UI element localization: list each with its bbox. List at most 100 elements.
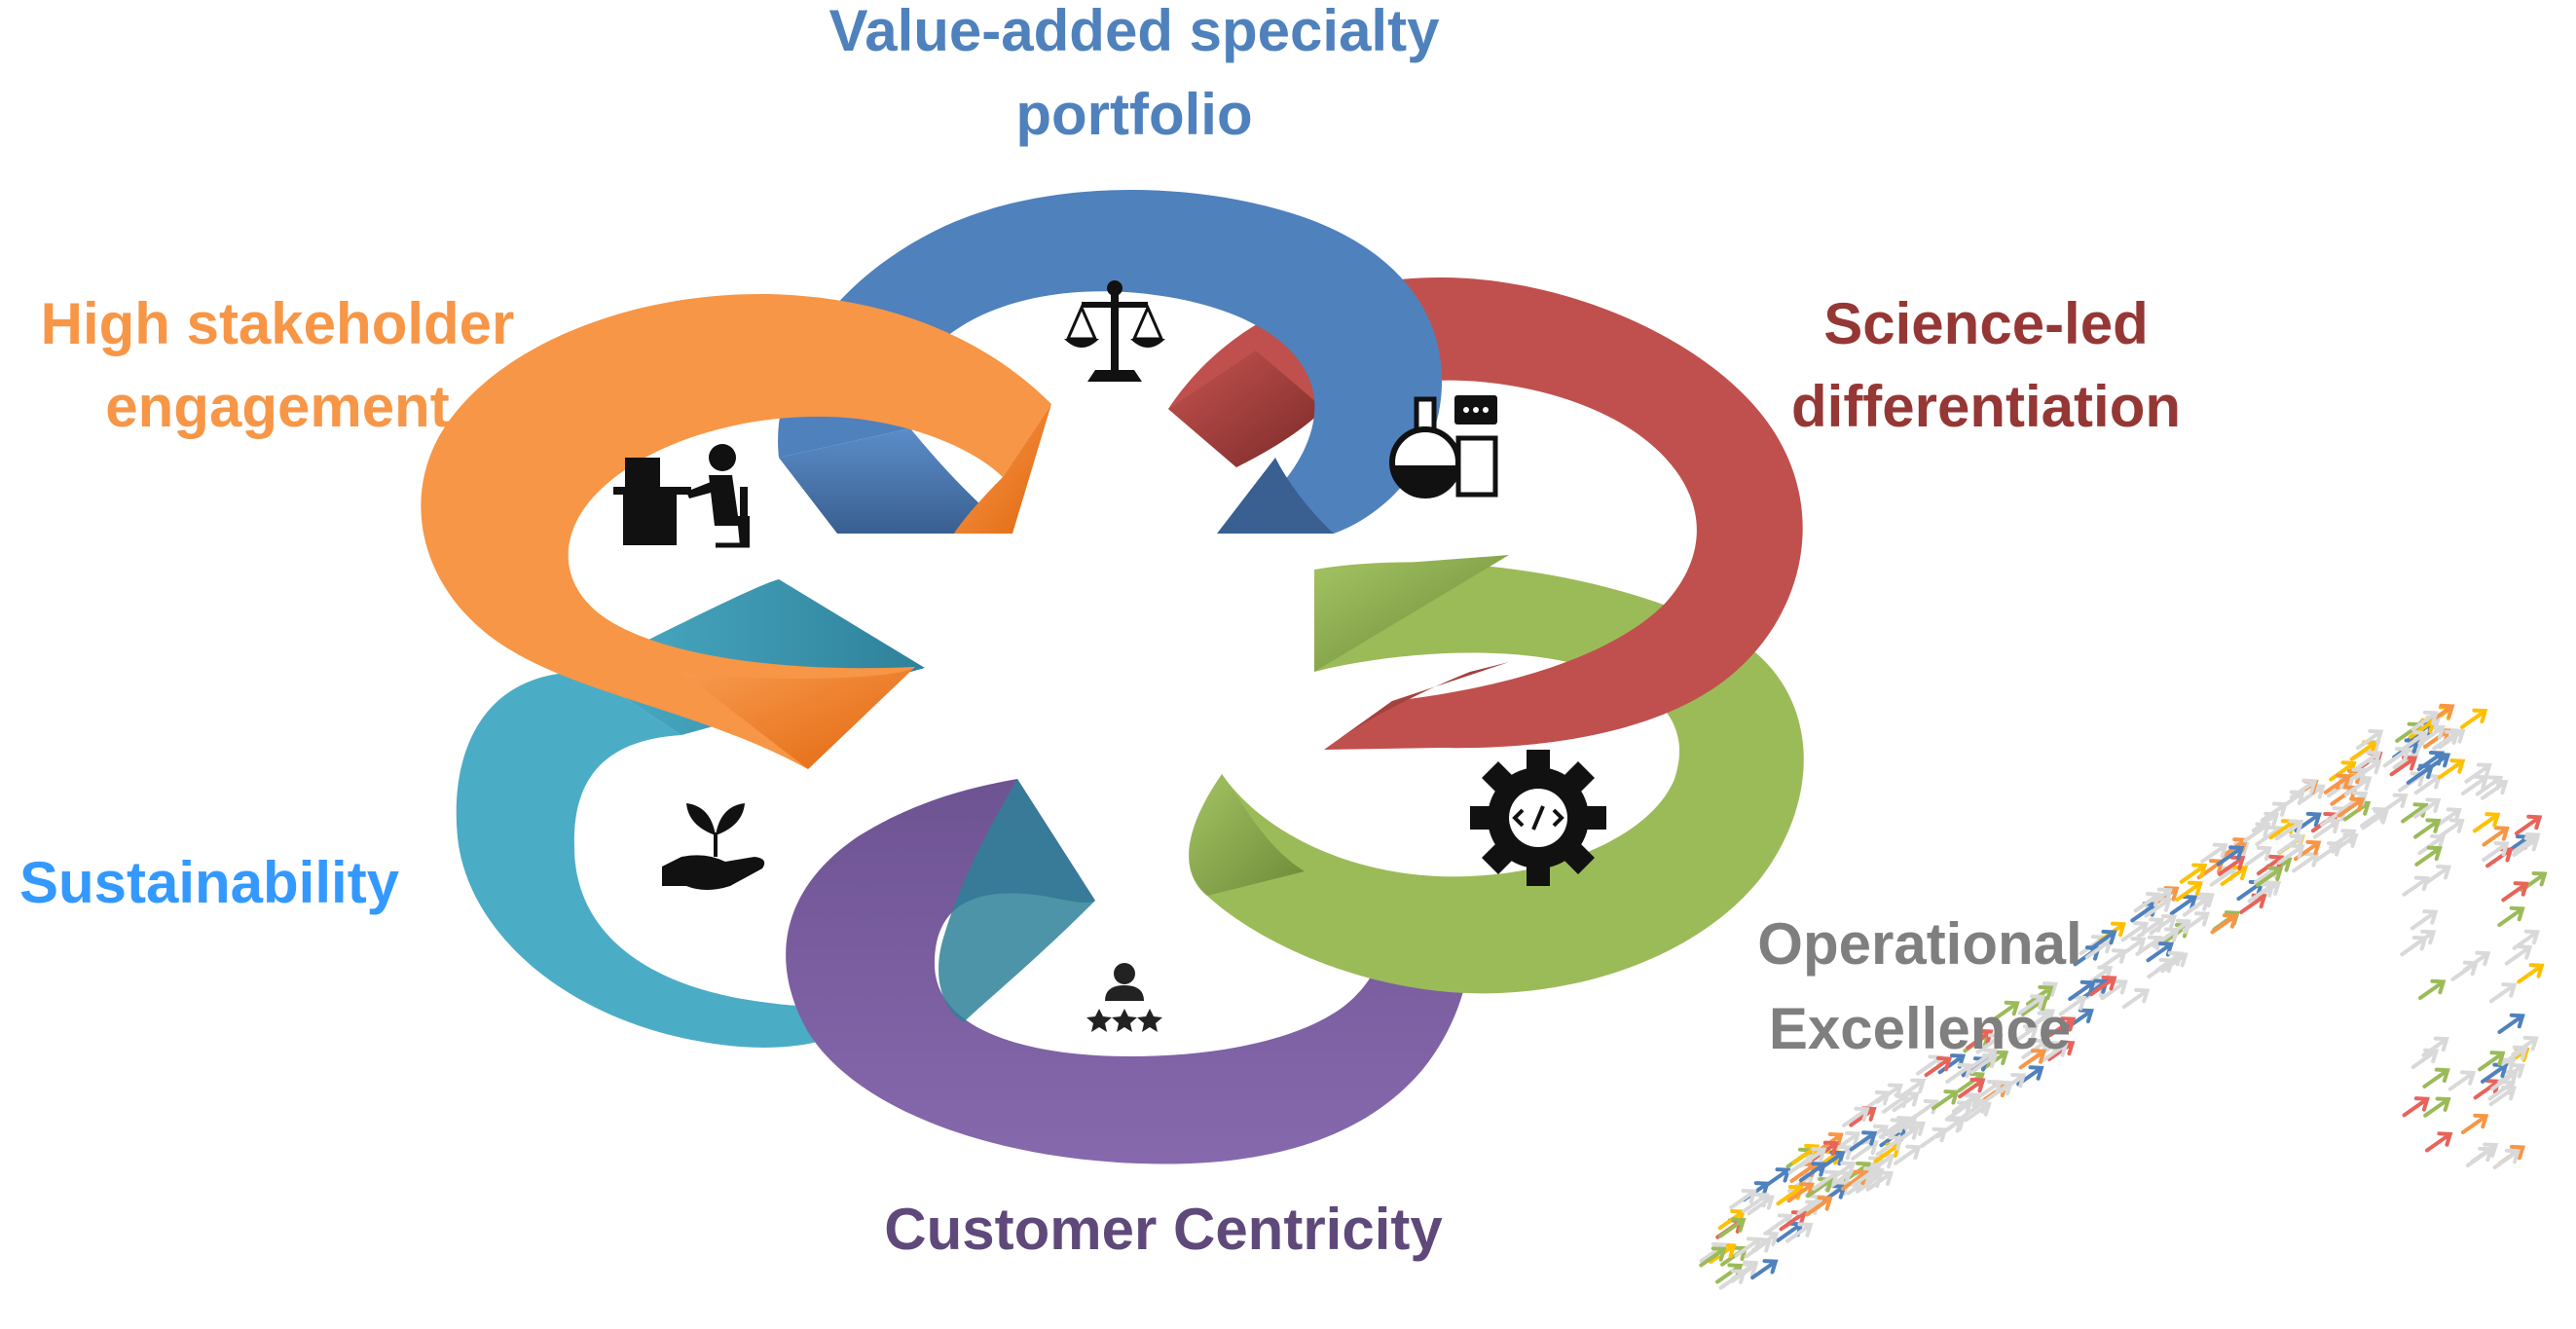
arrow-icon <box>2492 1148 2521 1169</box>
arrow-icon <box>2414 845 2443 867</box>
arrow-icon <box>1889 1116 1918 1137</box>
arrow-icon <box>2472 812 2501 833</box>
ring-customer <box>786 779 1472 1164</box>
arrow-icon <box>2482 826 2510 847</box>
arrow-icon <box>2255 866 2284 887</box>
arrow-icon <box>2255 825 2283 847</box>
arrow-icon <box>2402 875 2430 897</box>
hand-plant-icon <box>662 803 765 890</box>
arrow-icon <box>2216 845 2245 867</box>
arrow-icon <box>2424 1131 2453 1153</box>
arrow-icon <box>2244 845 2272 867</box>
arrow-icon <box>2136 917 2165 939</box>
label-sustainability: Sustainability <box>19 850 400 915</box>
arrow-icon <box>2380 793 2409 814</box>
label-operational-line-2: Excellence <box>1769 996 2071 1061</box>
arrow-icon <box>2025 1011 2053 1032</box>
arrow-icon <box>2447 1070 2477 1091</box>
arrow-icon <box>2217 855 2246 876</box>
arrow-icon <box>2099 948 2128 970</box>
ring-stakeholder <box>421 293 1052 769</box>
arrow-icon <box>2041 1042 2069 1063</box>
person-at-desk-icon <box>613 444 750 548</box>
arrow-icon <box>2400 935 2428 957</box>
arrow-icon <box>2410 710 2439 731</box>
arrow-icon <box>2210 913 2238 935</box>
arrow-icon <box>2434 807 2462 829</box>
arrow-icon <box>1842 1106 1870 1127</box>
arrow-icon <box>1779 1210 1807 1232</box>
arrow-icon <box>2410 909 2439 931</box>
arrow-icon <box>2146 941 2174 963</box>
arrow-icon <box>2133 892 2162 913</box>
arrow-icon <box>1931 1089 1960 1111</box>
arrow-icon <box>2275 819 2304 840</box>
arrow-icon <box>2337 796 2366 818</box>
label-value-line-1: Value-added specialty <box>829 0 1441 63</box>
arrow-icon <box>1851 1166 1880 1188</box>
arrow-icon <box>2089 929 2117 951</box>
arrow-icon <box>1897 1121 1926 1142</box>
arrow-icon <box>1966 1028 1994 1051</box>
arrow-icon <box>2465 1146 2494 1167</box>
arrow-icon <box>2121 987 2151 1010</box>
arrow-icon <box>1924 1055 1953 1078</box>
arrow-icon <box>1975 1033 2005 1054</box>
arrow-icon <box>2323 773 2352 794</box>
arrow-icon <box>2478 1051 2506 1072</box>
arrow-icon <box>2200 842 2228 864</box>
arrow-icon <box>1849 1130 1878 1152</box>
arrow-icon <box>2355 728 2384 751</box>
arrow-icon <box>1699 1246 1727 1268</box>
customer-rating-icon <box>1086 963 1162 1032</box>
arrow-icon <box>2432 729 2460 751</box>
arrow-icon <box>2089 975 2117 997</box>
arrow-icon <box>2277 790 2305 811</box>
arrow-icon <box>2504 944 2533 966</box>
scales-icon <box>1064 280 1165 382</box>
label-science-line-2: differentiation <box>1791 374 2181 439</box>
arrow-icon <box>2512 835 2540 858</box>
ring-value <box>778 190 1443 534</box>
arrow-icon <box>1865 1170 1895 1192</box>
arrow-icon <box>2501 881 2529 903</box>
arrow-icon <box>2047 1016 2077 1038</box>
gear-code-icon <box>1470 750 1606 886</box>
arrow-icon <box>2487 1080 2517 1101</box>
label-stakeholder-line-2: engagement <box>105 374 449 439</box>
arrow-icon <box>2500 1045 2528 1066</box>
arrow-icon <box>2437 758 2466 780</box>
arrow-icon <box>1718 1269 1748 1290</box>
arrow-icon <box>2423 864 2452 886</box>
arrow-icon <box>2289 778 2318 799</box>
arrow-icon <box>2175 880 2203 902</box>
arrow-icon <box>2017 994 2046 1015</box>
arrow-icon <box>2314 841 2343 863</box>
arrow-icon <box>2497 905 2525 927</box>
arrow-icon <box>2480 779 2509 800</box>
arrow-icon <box>1805 1196 1833 1217</box>
arrow-icon <box>2417 978 2447 1000</box>
arrow-icon <box>1786 1182 1815 1203</box>
arrow-icon <box>2353 750 2382 771</box>
arrow-icon <box>2422 752 2451 774</box>
arrow-icon <box>2147 957 2175 979</box>
arrow-icon <box>2400 730 2429 752</box>
arrow-icon <box>1750 1259 1779 1280</box>
arrow-icon <box>1998 1072 2027 1094</box>
arrow-icon <box>2247 882 2276 904</box>
arrow-icon <box>2100 978 2128 1001</box>
arrow-icon <box>2517 963 2545 984</box>
arrow-icon <box>1776 1184 1804 1206</box>
arrow-icon <box>1729 1188 1757 1210</box>
arrow-icon <box>1969 1052 1999 1074</box>
arrow-icon <box>2417 833 2446 856</box>
arrow-icon <box>2412 797 2442 819</box>
arrow-icon <box>2423 1096 2451 1118</box>
arrow-icon <box>1750 1231 1780 1252</box>
arrow-pattern-icon <box>1699 703 2548 1290</box>
arrow-icon <box>1958 1077 1986 1099</box>
arrow-icon <box>2187 892 2215 913</box>
label-customer: Customer Centricity <box>884 1197 1443 1262</box>
arrow-icon <box>1944 1100 1973 1122</box>
